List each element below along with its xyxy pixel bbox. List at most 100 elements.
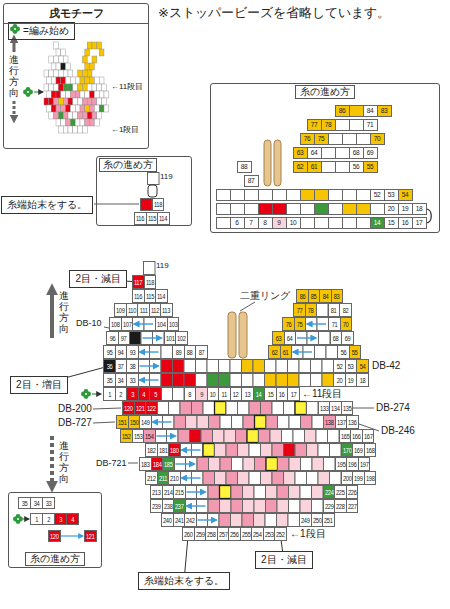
bead-number: 4 xyxy=(71,516,74,523)
note-box: 糸端始末をする。 xyxy=(138,572,230,590)
bead-cell-plain xyxy=(317,304,329,317)
motif-picture-bead xyxy=(66,105,71,112)
bead-cell: 113 xyxy=(160,303,173,317)
bead-cell-plain xyxy=(242,360,254,373)
bead-number: 63 xyxy=(275,335,281,342)
bead-cell-plain xyxy=(312,500,324,513)
bead-number: 250 xyxy=(312,517,321,524)
bead-cell-plain xyxy=(350,106,364,117)
bead-number: 137 xyxy=(336,419,345,426)
motif-picture-bead xyxy=(92,98,97,105)
bead-cell: 84 xyxy=(363,105,378,117)
motif-picture-bead xyxy=(66,91,71,98)
bead-cell-plain xyxy=(226,402,238,415)
bead-number: 9 xyxy=(200,391,203,398)
thread-arrow xyxy=(140,379,159,380)
motif-picture-bead xyxy=(49,56,54,63)
bead-number: 259 xyxy=(195,531,204,538)
motif-picture-bead xyxy=(85,49,90,56)
bead-number: 185 xyxy=(164,461,173,468)
motif-picture-bead xyxy=(99,77,104,84)
bead-cell-plain xyxy=(249,472,261,485)
bead-cell: 97 xyxy=(118,331,131,345)
motif-picture-bead xyxy=(61,49,66,56)
bead-cell-plain xyxy=(238,444,250,457)
bead-number: 197 xyxy=(359,461,368,468)
leader-line xyxy=(50,436,54,488)
bead-number: 101 xyxy=(165,335,174,342)
bead-cell-plain xyxy=(295,444,307,457)
bead-cell-plain xyxy=(305,430,317,443)
bead-number: 86 xyxy=(339,107,346,115)
start-mark-petal xyxy=(84,389,89,394)
bead-cell-plain xyxy=(261,402,273,415)
motif-picture-bead xyxy=(85,77,90,84)
bead-number: 10 xyxy=(290,219,297,227)
bead-cell: 52 xyxy=(370,189,385,201)
bead-number: 16 xyxy=(279,391,285,398)
bead-number: 180 xyxy=(170,447,179,454)
motif-picture-bead xyxy=(82,70,87,77)
bead-cell: 17 xyxy=(287,387,300,401)
bead-cell-plain xyxy=(315,190,329,201)
bead-cell-plain xyxy=(157,402,169,415)
bead-number: 61 xyxy=(311,163,318,171)
motif-picture-bead xyxy=(92,112,97,119)
bead-cell-plain xyxy=(232,458,244,471)
bead-number: 76 xyxy=(304,135,311,143)
bead-number: 33 xyxy=(129,377,135,384)
bead-cell-plain xyxy=(231,190,245,201)
start-mark-center xyxy=(17,518,19,520)
bead-cell-plain xyxy=(266,500,278,513)
bead-cell: 135 xyxy=(341,401,354,415)
bead-cell-plain xyxy=(243,416,255,429)
bead-cell-plain xyxy=(289,500,301,513)
bead-number: 54 xyxy=(402,191,409,199)
bead-number: 61 xyxy=(283,349,289,356)
motif-picture-bead xyxy=(102,98,107,105)
motif-picture-bead xyxy=(56,91,61,98)
motif-picture-bead xyxy=(68,112,73,119)
bead-number: 110 xyxy=(128,307,136,314)
bead-number: 258 xyxy=(207,531,216,538)
start-mark-petal xyxy=(26,92,31,97)
bead-number: 84 xyxy=(322,293,328,300)
bead-cell: 38 xyxy=(126,359,139,373)
motif-picture-bead xyxy=(90,105,95,112)
bead-number: 35 xyxy=(22,500,28,507)
bead-cell-plain xyxy=(266,458,278,471)
motif-picture-bead xyxy=(63,56,68,63)
motif-picture-bead xyxy=(46,77,51,84)
note-text: =編み始め xyxy=(23,25,69,37)
bead-number: 154 xyxy=(145,433,154,440)
note-box: 糸端始末をする。 xyxy=(1,196,93,214)
bead-cell-plain xyxy=(318,444,330,457)
bead-cell-plain xyxy=(315,346,327,359)
thread-arrow xyxy=(182,477,201,478)
motif-picture-bead xyxy=(56,63,61,70)
motif-picture-bead xyxy=(75,105,80,112)
bead-cell-plain xyxy=(336,120,350,131)
annotation-label: DB-42 xyxy=(372,360,400,372)
bead-cell: 114 xyxy=(157,212,170,225)
bead-number: 103 xyxy=(168,321,177,328)
motif-picture-bead xyxy=(87,42,92,49)
bead-cell-plain xyxy=(209,416,221,429)
note-text: 糸端始末をする。 xyxy=(7,199,87,211)
leader-line xyxy=(128,463,138,464)
thread-arrow xyxy=(307,323,326,324)
bead-cell-plain xyxy=(197,416,209,429)
bead-cell: 61 xyxy=(307,161,322,173)
bead-cell-plain xyxy=(231,486,243,499)
bead-number: 20 xyxy=(388,205,395,213)
annotation-label: ←1段目 xyxy=(111,125,139,134)
bead-cell-plain xyxy=(230,374,242,387)
bead-number: 104 xyxy=(157,321,166,328)
bead-cell: 16 xyxy=(398,217,413,229)
bead-number: 78 xyxy=(308,307,314,314)
bead-number: 19 xyxy=(402,205,409,213)
bead-number: 229 xyxy=(324,503,333,510)
bead-cell: 69 xyxy=(341,331,354,345)
bead-number: 170 xyxy=(342,447,351,454)
bead-number: 224 xyxy=(324,489,333,496)
